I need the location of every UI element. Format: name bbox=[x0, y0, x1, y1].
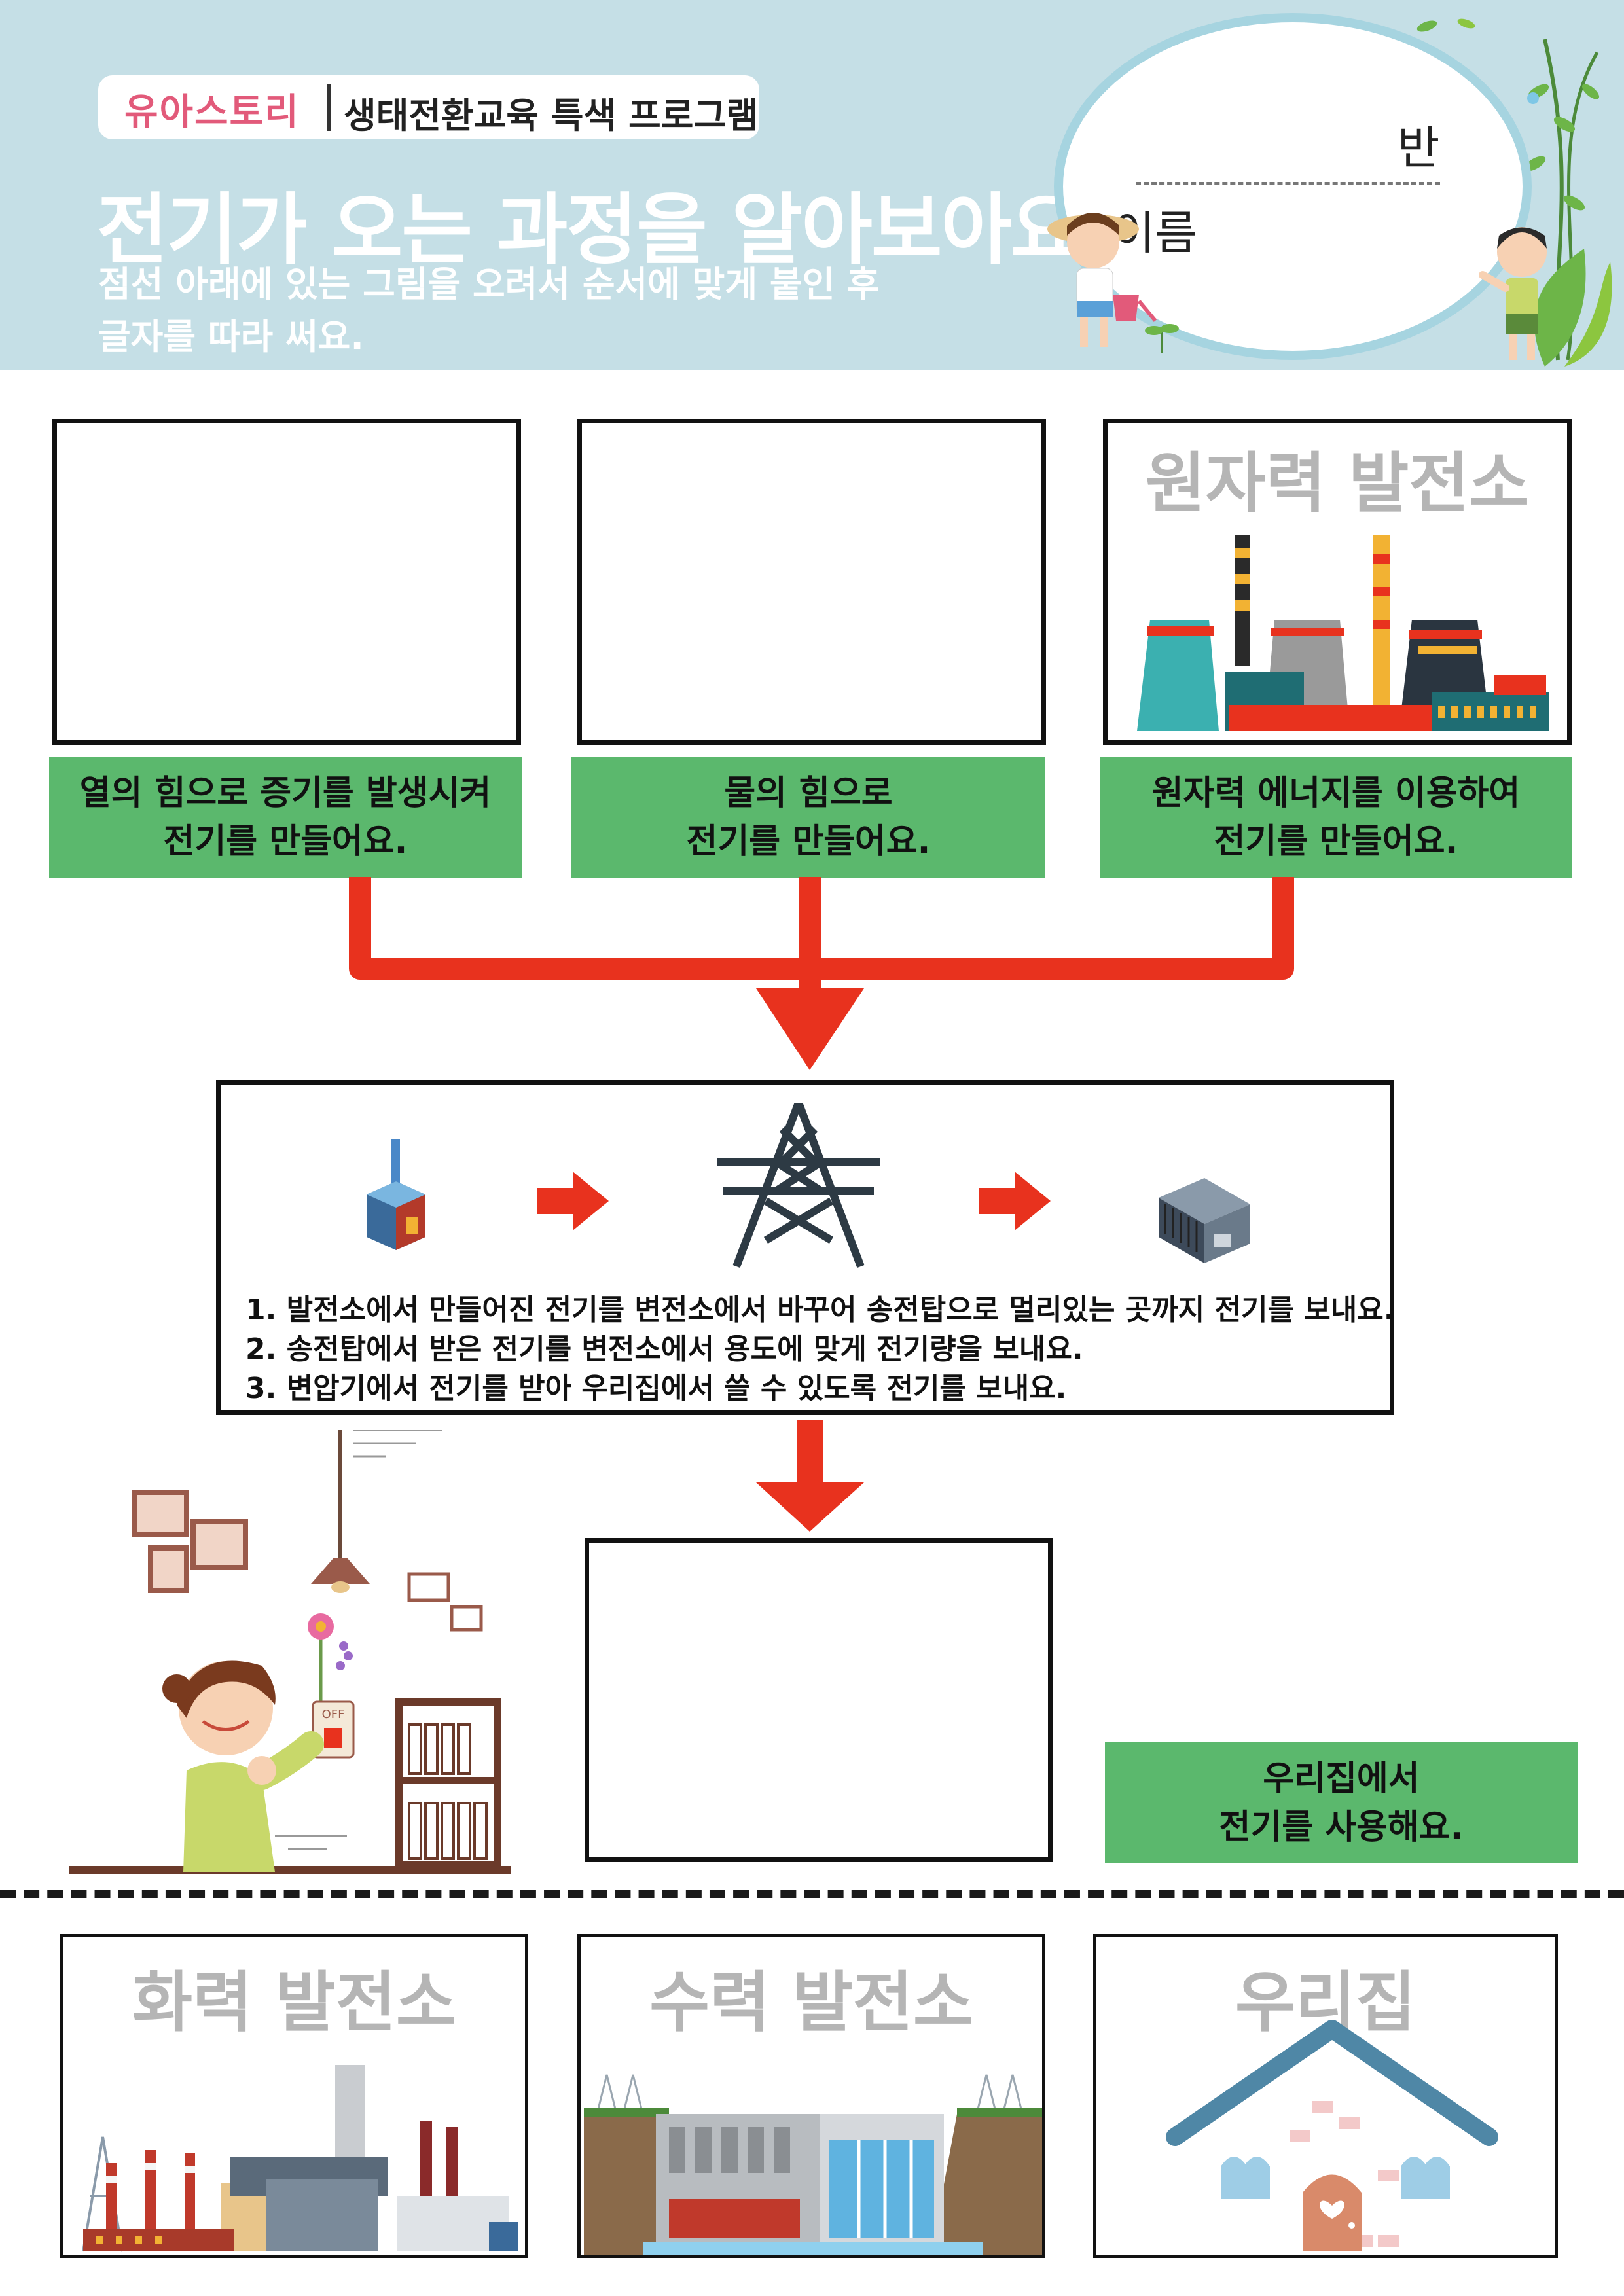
leaves-decoration-icon bbox=[1416, 18, 1475, 32]
page-title: 전기가 오는 과정을 알아보아요. bbox=[97, 185, 1110, 275]
cutout-hydro-title: 수력 발전소 bbox=[649, 1964, 973, 2041]
program-name: 생태전환교육 특색 프로그램 bbox=[344, 95, 759, 136]
caption-hydro-line-1: 물의 힘으로 bbox=[724, 774, 893, 813]
paste-box-home[interactable] bbox=[585, 1538, 1053, 1862]
name-divider bbox=[1136, 182, 1440, 185]
sprout-icon bbox=[1145, 324, 1179, 353]
arrow-right-icon bbox=[537, 1172, 609, 1230]
power-plant-icon bbox=[367, 1139, 425, 1250]
instruction-line-1: 점선 아래에 있는 그림을 오려서 순서에 맞게 붙인 후 bbox=[98, 264, 880, 305]
caption-home-line-1: 우리집에서 bbox=[1263, 1759, 1420, 1799]
caption-home-line-2: 전기를 사용해요. bbox=[1219, 1807, 1464, 1847]
arrow-right-icon bbox=[979, 1172, 1051, 1230]
brand-separator bbox=[327, 84, 331, 131]
instructions: 점선 아래에 있는 그림을 오려서 순서에 맞게 붙인 후 글자를 따라 써요. bbox=[98, 259, 949, 363]
caption-thermal-line-1: 열의 힘으로 증기를 발생시켜 bbox=[79, 774, 492, 813]
thermal-plant-icon bbox=[82, 2065, 518, 2252]
cut-line bbox=[0, 1890, 1624, 1898]
caption-nuclear: 원자력 에너지를 이용하여 전기를 만들어요. bbox=[1100, 757, 1572, 878]
nuclear-plant-box: 원자력 발전소 bbox=[1103, 419, 1572, 745]
caption-thermal-line-2: 전기를 만들어요. bbox=[163, 822, 408, 861]
class-label: 반 bbox=[1398, 121, 1440, 175]
transformer-icon bbox=[1159, 1178, 1250, 1263]
process-step-1: 1. 발전소에서 만들어진 전기를 변전소에서 바꾸어 송전탑으로 멀리있는 곳… bbox=[245, 1293, 1395, 1327]
cutout-home[interactable]: 우리집 bbox=[1093, 1934, 1558, 2258]
switch-off-label: OFF bbox=[322, 1708, 345, 1721]
nuclear-plant-title: 원자력 발전소 bbox=[1145, 445, 1530, 522]
caption-hydro: 물의 힘으로 전기를 만들어요. bbox=[571, 757, 1045, 878]
nuclear-plant-icon bbox=[1137, 535, 1549, 731]
girl-watering-icon bbox=[1047, 213, 1157, 347]
caption-hydro-line-2: 전기를 만들어요. bbox=[686, 822, 931, 861]
caption-nuclear-line-2: 전기를 만들어요. bbox=[1214, 822, 1458, 861]
hydro-dam-icon bbox=[584, 2074, 1042, 2255]
process-step-2: 2. 송전탑에서 받은 전기를 변전소에서 용도에 맞게 전기량을 보내요. bbox=[245, 1333, 1083, 1366]
paste-box-2[interactable] bbox=[577, 419, 1046, 745]
caption-thermal: 열의 힘으로 증기를 발생시켜 전기를 만들어요. bbox=[49, 757, 522, 878]
caption-home: 우리집에서 전기를 사용해요. bbox=[1105, 1742, 1578, 1863]
boy-icon bbox=[1479, 227, 1547, 360]
transmission-tower-icon bbox=[717, 1103, 880, 1268]
brand-bar bbox=[98, 75, 759, 139]
process-step-3: 3. 변압기에서 전기를 받아 우리집에서 쓸 수 있도록 전기를 보내요. bbox=[245, 1372, 1067, 1405]
instruction-line-2: 글자를 따라 써요. bbox=[98, 316, 364, 357]
brand-logo: 유아스토리 bbox=[124, 91, 300, 134]
girl-switch-illustration-icon: OFF bbox=[69, 1430, 511, 1874]
house-icon bbox=[1166, 2020, 1498, 2251]
caption-nuclear-line-1: 원자력 에너지를 이용하여 bbox=[1151, 774, 1521, 813]
cutout-thermal-title: 화력 발전소 bbox=[132, 1964, 456, 2041]
paste-box-1[interactable] bbox=[52, 419, 521, 745]
cutout-thermal[interactable]: 화력 발전소 bbox=[60, 1934, 528, 2258]
merge-arrow-icon bbox=[349, 877, 1294, 1070]
cutout-hydro[interactable]: 수력 발전소 bbox=[577, 1934, 1045, 2258]
arrow-down-icon bbox=[756, 1420, 864, 1532]
